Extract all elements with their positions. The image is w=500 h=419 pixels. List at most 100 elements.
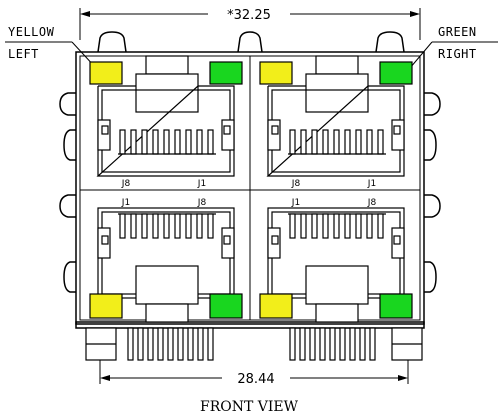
clip-notch-left bbox=[271, 235, 279, 245]
right-led-color-label: GREEN bbox=[438, 25, 477, 39]
pin-label-left: J1 bbox=[121, 198, 130, 208]
contact-pin bbox=[377, 129, 384, 155]
contact-pin bbox=[141, 129, 148, 155]
contact-pin bbox=[289, 129, 296, 155]
contact-pin bbox=[174, 213, 181, 239]
solder-pin bbox=[329, 327, 336, 361]
contact-pin bbox=[366, 129, 373, 155]
latch-opening bbox=[305, 265, 369, 305]
housing bbox=[75, 51, 425, 329]
solder-pin bbox=[137, 327, 144, 361]
solder-pin bbox=[309, 327, 316, 361]
top-tabs bbox=[97, 31, 405, 53]
pin-label-left: J8 bbox=[121, 179, 131, 189]
contact-pin bbox=[185, 213, 192, 239]
top-dimension bbox=[79, 8, 421, 40]
solder-pin bbox=[369, 327, 376, 361]
solder-pin bbox=[127, 327, 134, 361]
contact-pin bbox=[152, 213, 159, 239]
clip-notch-left bbox=[271, 125, 279, 135]
latch-opening bbox=[305, 73, 369, 113]
clip-notch-right bbox=[393, 235, 401, 245]
contact-pin bbox=[152, 129, 159, 155]
left-led-color-label: YELLOW bbox=[8, 25, 55, 39]
green-led bbox=[379, 61, 413, 85]
contact-pin bbox=[322, 129, 329, 155]
solder-pin bbox=[157, 327, 164, 361]
clip-notch-right bbox=[223, 235, 231, 245]
side-clip-right bbox=[391, 119, 405, 151]
contact-pin bbox=[311, 213, 318, 239]
contact-pin bbox=[163, 129, 170, 155]
right-side-label: RIGHT bbox=[438, 47, 477, 61]
contact-pin bbox=[300, 129, 307, 155]
rj45-port-2: J8 J1 bbox=[259, 55, 413, 189]
contact-pin bbox=[141, 213, 148, 239]
contact-pin bbox=[130, 213, 137, 239]
solder-pin bbox=[289, 327, 296, 361]
pin-label-left: J8 bbox=[291, 179, 301, 189]
pin-label-right: J8 bbox=[367, 198, 377, 208]
contact-pin bbox=[119, 213, 126, 239]
bottom-dimension-label: 28.44 bbox=[237, 372, 274, 387]
solder-pin bbox=[147, 327, 154, 361]
contact-pin bbox=[163, 213, 170, 239]
solder-pin bbox=[177, 327, 184, 361]
solder-pin bbox=[299, 327, 306, 361]
solder-pin bbox=[349, 327, 356, 361]
solder-pin bbox=[207, 327, 214, 361]
contact-pin bbox=[366, 213, 373, 239]
side-clip-left bbox=[97, 119, 111, 151]
pin-label-right: J1 bbox=[367, 179, 376, 189]
contact-pin bbox=[185, 129, 192, 155]
view-title: FRONT VIEW bbox=[200, 399, 299, 415]
clip-notch-right bbox=[393, 125, 401, 135]
bottom-pins bbox=[85, 327, 423, 361]
contact-pin bbox=[207, 213, 214, 239]
latch-bottom bbox=[145, 303, 189, 323]
side-bumps bbox=[59, 92, 441, 293]
green-led bbox=[209, 61, 243, 85]
solder-pin bbox=[197, 327, 204, 361]
solder-pin bbox=[319, 327, 326, 361]
side-clip-right bbox=[221, 119, 235, 151]
contact-pin bbox=[207, 129, 214, 155]
bottom-dimension bbox=[99, 360, 409, 384]
solder-pin bbox=[339, 327, 346, 361]
contact-pin bbox=[130, 129, 137, 155]
pin-label-right: J1 bbox=[197, 179, 206, 189]
contact-pin bbox=[119, 129, 126, 155]
rj45-port-1: J8 J1 bbox=[89, 55, 243, 189]
clip-notch-left bbox=[101, 235, 109, 245]
side-clip-left bbox=[267, 119, 281, 151]
latch-bottom bbox=[315, 303, 359, 323]
contact-pin bbox=[300, 213, 307, 239]
contact-pin bbox=[344, 213, 351, 239]
solder-pin bbox=[187, 327, 194, 361]
contact-pin bbox=[344, 129, 351, 155]
top-dimension-label: *32.25 bbox=[227, 8, 271, 23]
contact-pin bbox=[174, 129, 181, 155]
contact-pin bbox=[311, 129, 318, 155]
pin-label-left: J1 bbox=[291, 198, 300, 208]
yellow-led bbox=[259, 293, 293, 319]
solder-pin bbox=[359, 327, 366, 361]
clip-notch-right bbox=[223, 125, 231, 135]
contact-pin bbox=[322, 213, 329, 239]
latch-top bbox=[315, 55, 359, 75]
latch-opening bbox=[135, 265, 199, 305]
clip-notch-left bbox=[101, 125, 109, 135]
contact-pin bbox=[333, 213, 340, 239]
right-leader-line bbox=[409, 41, 433, 69]
contact-pin bbox=[333, 129, 340, 155]
green-led bbox=[379, 293, 413, 319]
contact-pin bbox=[355, 129, 362, 155]
yellow-led bbox=[89, 61, 123, 85]
pin-group bbox=[85, 327, 423, 361]
contact-pin bbox=[289, 213, 296, 239]
yellow-led bbox=[259, 61, 293, 85]
left-side-label: LEFT bbox=[8, 47, 39, 61]
